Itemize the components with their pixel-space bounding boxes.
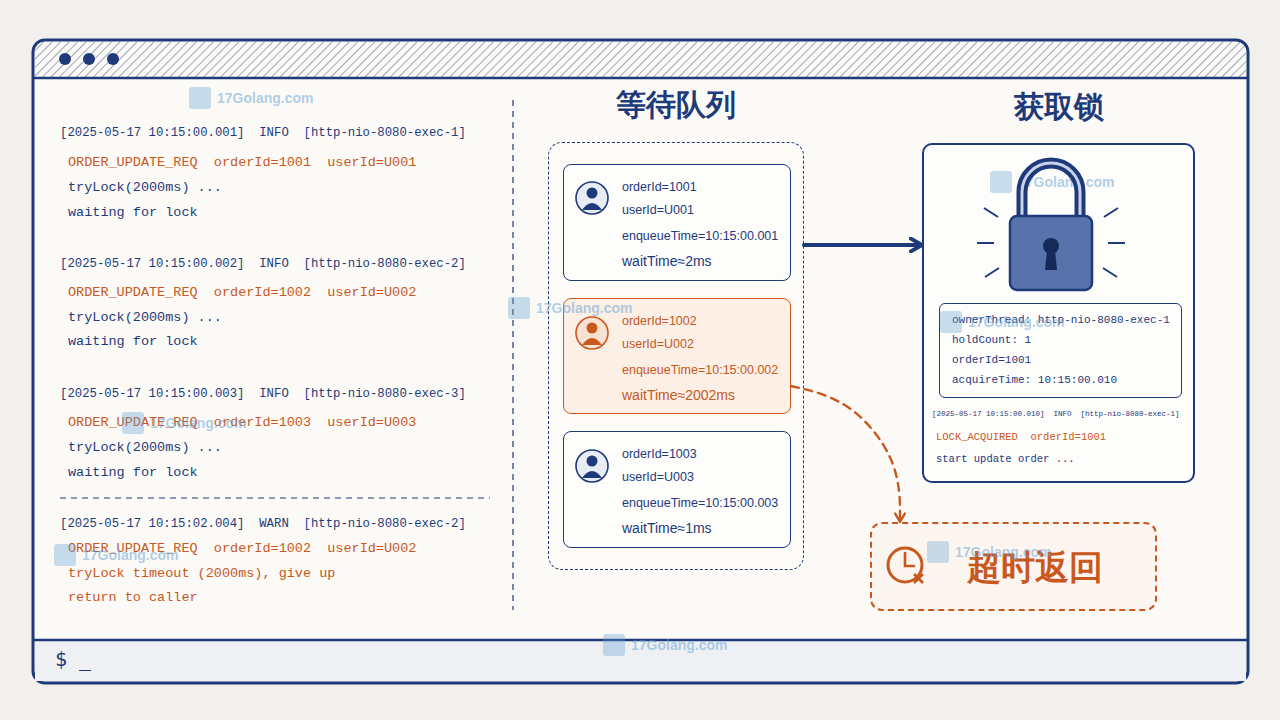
window-dot [59,53,71,65]
connector-layer [791,245,922,522]
title-bar [35,42,1246,78]
watermark: 17Golang.com [536,299,632,317]
watermark: 17Golang.com [631,636,727,654]
field-text: userId=U002 [622,335,694,353]
field-text: orderId=1001 [622,178,697,196]
field-text: enqueueTime=10:15:00.001 [622,227,778,245]
lock-panel: 获取锁[2025-05-17 10:15:00.010] INFO [http-… [922,143,1195,483]
clock-hands [905,553,914,566]
log-request: ORDER_UPDATE_REQ orderId=1001 userId=U00… [68,154,416,172]
watermark-icon [189,87,211,109]
log-line: tryLock(2000ms) ... [68,439,222,457]
watermark-icon [603,634,625,656]
avatar-icon [576,182,608,214]
field-text: userId=U003 [622,468,694,486]
avatar-icon [576,317,608,349]
log-line: [2025-05-17 10:15:00.010] INFO [http-nio… [932,408,1180,420]
watermark: 17Golang.com [1018,173,1114,191]
terminal-window [33,40,1248,683]
watermark: 17Golang.com [955,543,1051,561]
log-line: LOCK_ACQUIRED orderId=1001 [936,430,1106,444]
box-heading: 等待队列 [549,85,803,125]
shine-ray [1108,242,1125,244]
watermark-icon [122,412,144,434]
shine-ray [1104,208,1118,217]
padlock-body [1010,216,1092,290]
avatar-circle [576,317,608,349]
keyhole [1043,238,1059,254]
log-line: tryLock(2000ms) ... [68,309,222,327]
clock-cross [914,574,923,583]
avatar-body [582,471,602,478]
watermark-icon [990,171,1012,193]
log-header: [2025-05-17 10:15:00.003] INFO [http-nio… [60,385,466,403]
clock-face [888,548,922,582]
field-text: waitTime≈2002ms [622,386,735,404]
field-text: holdCount: 1 [952,332,1031,348]
field-text: waitTime≈1ms [622,519,712,537]
log-header: [2025-05-17 10:15:00.001] INFO [http-nio… [60,124,466,142]
field-text: enqueueTime=10:15:00.003 [622,494,778,512]
window-dot [107,53,119,65]
log-separator [60,497,490,498]
watermark-icons [54,87,1012,656]
watermark: 17Golang.com [150,414,246,432]
timeout-arrow [791,386,900,522]
shine-ray [984,208,998,217]
shell-prompt: $ _ [55,647,91,671]
avatar-icon [576,450,608,482]
log-line: start update order ... [936,452,1075,466]
watermark-icon [940,311,962,333]
clock-cross [914,574,923,583]
avatar-head [587,188,598,199]
log-line: waiting for lock [68,204,198,222]
box-heading: 获取锁 [924,87,1193,127]
log-line: waiting for lock [68,333,198,351]
log-line: waiting for lock [68,464,198,482]
wait-queue-box: 等待队列orderId=1001userId=U001enqueueTime=1… [548,142,804,570]
watermark: 17Golang.com [82,546,178,564]
timeout-box: 超时返回 [870,522,1157,611]
avatar-body [582,338,602,345]
padlock-illustration [977,163,1125,290]
queue-entry-card: orderId=1001 userId=U001 enqueueTime=10:15… [563,164,791,281]
log-header: [2025-05-17 10:15:02.004] WARN [http-nio… [60,515,466,533]
avatar-head [587,456,598,467]
field-text: orderId=1002 [622,312,697,330]
shine-ray [977,242,994,244]
window-dot [83,53,95,65]
field-text: orderId=1003 [622,445,697,463]
avatar-body [582,203,602,210]
watermark-icon [508,297,530,319]
title-bar-border [33,77,1248,80]
shine-ray [1103,268,1117,277]
clock-icon [888,548,923,583]
avatar-head [587,323,598,334]
log-warning: return to caller [68,589,198,607]
log-request: ORDER_UPDATE_REQ orderId=1002 userId=U00… [68,284,416,302]
keyhole [1045,250,1057,270]
field-text: userId=U001 [622,201,694,219]
avatar-circle [576,450,608,482]
watermark-icon [54,544,76,566]
log-header: [2025-05-17 10:15:00.002] INFO [http-nio… [60,255,466,273]
padlock-shackle-highlight [1022,163,1080,220]
pane-separator [512,100,513,610]
watermark-icon [927,541,949,563]
log-warning: tryLock timeout (2000ms), give up [68,565,335,583]
padlock-shackle [1022,163,1080,220]
avatar-circle [576,182,608,214]
field-text: waitTime≈2ms [622,252,712,270]
watermark: 17Golang.com [968,313,1064,331]
log-line: tryLock(2000ms) ... [68,179,222,197]
shine-ray [985,268,999,277]
queue-entry-card: orderId=1003 userId=U003 enqueueTime=10:15… [563,431,791,548]
flow-arrow [804,243,922,247]
field-text: acquireTime: 10:15:00.010 [952,372,1117,388]
field-text: enqueueTime=10:15:00.002 [622,361,778,379]
watermark: 17Golang.com [217,89,313,107]
field-text: orderId=1001 [952,352,1031,368]
